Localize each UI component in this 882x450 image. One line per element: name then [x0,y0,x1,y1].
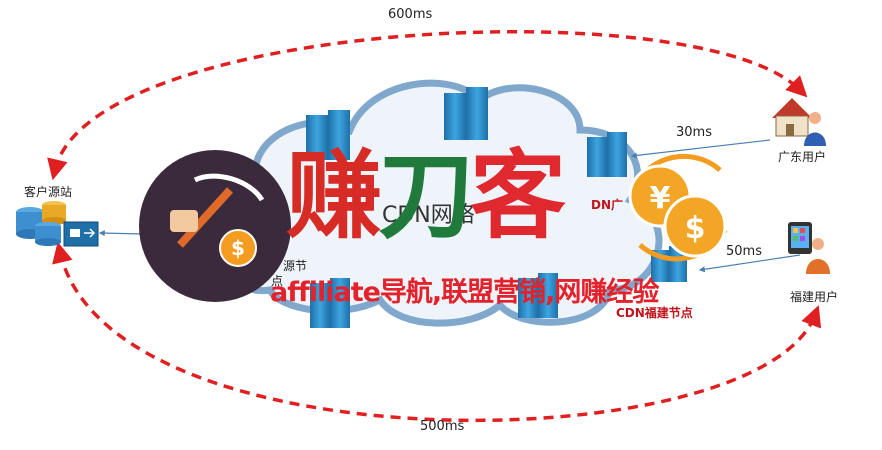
guangdong-user-icon [804,112,826,146]
server-rack-icon [306,110,350,160]
watermark-brand-char: 赚 [286,139,382,252]
svg-text:¥: ¥ [650,181,671,216]
guangdong-latency-label: 30ms [676,125,712,140]
fujian-user-icon [806,238,830,274]
fujian-tablet-icon [788,222,812,254]
origin-link [98,230,146,237]
watermark-tagline: affiliate导航,联盟营销,网赚经验 [270,277,659,308]
server-rack-icon [310,278,350,328]
guangdong-user-label: 广东用户 [778,150,827,164]
guangdong-cdn-node-label: DN广 [591,198,624,212]
cdn-network-title: CDN网络 [382,203,475,228]
server-rack-icon [518,273,558,318]
watermark-brand-char: 刀 [378,139,474,252]
pickaxe-logo-icon: $ [139,150,291,302]
server-rack-icon [587,132,627,177]
origin-database-icon [16,201,66,246]
coin-cycle-icon: ¥ $ [628,153,728,262]
watermark-brand: 赚刀客 [286,148,566,244]
fujian-cdn-node-label: CDN福建节点 [616,306,693,320]
svg-text:$: $ [685,211,706,246]
origin-switch-icon [63,221,99,247]
server-rack-icon [444,87,488,140]
fujian-latency-label: 50ms [726,244,762,259]
fujian-user-label: 福建用户 [790,290,839,304]
watermark-brand-char: 客 [470,139,566,252]
origin-station-label: 客户源站 [24,185,73,199]
guangdong-house-icon [772,98,812,137]
top-latency-label: 600ms [388,7,433,22]
fujian-link [698,254,801,273]
guangdong-link [630,139,771,159]
top-latency-arc [47,29,808,181]
bottom-latency-label: 500ms [420,419,465,434]
svg-text:$: $ [231,236,245,260]
origin-cdn-node-label: 源节 [283,259,308,273]
origin-cdn-node-label-tail: 点 [271,274,284,288]
